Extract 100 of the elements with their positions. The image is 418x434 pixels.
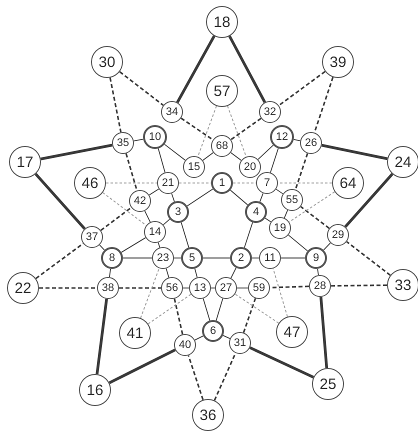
connector-line — [244, 222, 254, 248]
numbered-circle: 42 — [129, 190, 151, 212]
dashed-line — [106, 182, 158, 184]
connector-line — [230, 267, 237, 279]
connector-line — [293, 138, 301, 142]
numbered-circle: 5 — [181, 247, 203, 269]
dashed-line — [197, 106, 217, 158]
connector-line — [288, 234, 308, 252]
numbered-circle: 30 — [91, 46, 123, 78]
connector-line — [323, 242, 331, 250]
dashed-line — [214, 352, 236, 401]
numbered-circle: 24 — [387, 146, 418, 178]
connector-line — [194, 268, 198, 278]
numbered-circle: 15 — [183, 156, 205, 178]
connector-line — [258, 144, 274, 160]
connector-line — [108, 348, 176, 384]
numbered-circle: 14 — [144, 221, 166, 243]
dashed-line — [331, 284, 387, 287]
numbered-circle: 26 — [300, 132, 322, 154]
numbered-circle: 34 — [161, 101, 183, 123]
dashed-line — [272, 268, 288, 318]
connector-line — [317, 268, 319, 276]
numbered-circle: 1 — [211, 172, 233, 194]
connector-line — [202, 298, 210, 321]
connector-line — [164, 144, 186, 161]
numbered-circle: 68 — [211, 135, 233, 157]
dashed-line — [314, 76, 334, 133]
numbered-circle: 47 — [276, 316, 308, 348]
numbered-circle: 23 — [152, 247, 174, 269]
numbered-circle: 39 — [322, 46, 354, 78]
connector-line — [284, 210, 288, 218]
connector-line — [320, 296, 328, 368]
dashed-line — [270, 286, 310, 288]
connector-line — [249, 346, 314, 379]
numbered-circle: 9 — [305, 247, 327, 269]
numbered-circle: 32 — [259, 101, 281, 123]
numbered-circle: 27 — [215, 277, 237, 299]
numbered-circle: 22 — [7, 272, 39, 304]
dashed-line — [174, 298, 184, 334]
dashed-line — [109, 78, 122, 132]
dashed-line — [125, 153, 138, 191]
dashed-line — [294, 153, 308, 190]
dashed-line — [102, 192, 147, 226]
numbered-circle: 6 — [202, 320, 224, 342]
connector-line — [34, 173, 86, 230]
connector-line — [158, 148, 166, 173]
dashed-line — [278, 70, 326, 106]
numbered-circle: 36 — [192, 399, 224, 431]
connector-line — [322, 144, 388, 160]
dashed-line — [188, 355, 204, 400]
numbered-circle: 55 — [281, 189, 303, 211]
numbered-circle: 40 — [174, 334, 196, 356]
connector-line — [109, 268, 111, 278]
numbered-circle: 17 — [9, 146, 41, 178]
connector-line — [96, 298, 108, 374]
dashed-line — [234, 294, 280, 324]
numbered-circle: 35 — [112, 132, 134, 154]
numbered-circle: 8 — [101, 247, 123, 269]
connector-line — [166, 268, 170, 278]
numbered-circle: 57 — [206, 75, 238, 107]
connector-line — [194, 335, 204, 341]
numbered-circle: 21 — [157, 172, 179, 194]
connector-line — [148, 188, 160, 196]
numbered-circle: 38 — [97, 277, 119, 299]
numbered-circle: 10 — [143, 125, 167, 149]
numbered-circle: 7 — [256, 172, 278, 194]
dashed-line — [140, 268, 160, 318]
dashed-line — [178, 182, 212, 184]
numbered-circle: 11 — [259, 247, 281, 269]
connector-line — [180, 222, 190, 248]
connector-line — [162, 218, 170, 226]
dashed-line — [227, 106, 247, 158]
connector-line — [158, 242, 160, 248]
connector-line — [176, 35, 216, 104]
connector-line — [133, 138, 144, 142]
numbered-circle: 12 — [270, 125, 294, 149]
numbered-circle: 33 — [387, 269, 418, 301]
dashed-line — [300, 206, 330, 229]
numbered-circle: 41 — [119, 317, 151, 349]
connector-line — [144, 210, 151, 223]
dashed-line — [288, 191, 336, 222]
dashed-line — [232, 182, 256, 184]
numbered-circle: 29 — [327, 224, 349, 246]
numbered-circle: 2 — [230, 247, 252, 269]
numbered-circle: 64 — [332, 167, 364, 199]
numbered-circle: 20 — [239, 156, 261, 178]
connector-line — [202, 152, 214, 161]
dashed-line — [39, 287, 97, 289]
connector-line — [230, 152, 242, 161]
dashed-line — [180, 118, 214, 140]
numbered-circle: 37 — [81, 226, 103, 248]
dashed-line — [100, 206, 132, 232]
numbered-circle: 13 — [189, 277, 211, 299]
numbered-circle: 19 — [269, 217, 291, 239]
connector-line — [230, 190, 248, 206]
dashed-line — [230, 118, 262, 140]
dashed-line — [119, 71, 164, 106]
numbered-circle: 16 — [79, 374, 111, 406]
numbered-circle: 31 — [229, 332, 251, 354]
connector-line — [216, 298, 224, 321]
